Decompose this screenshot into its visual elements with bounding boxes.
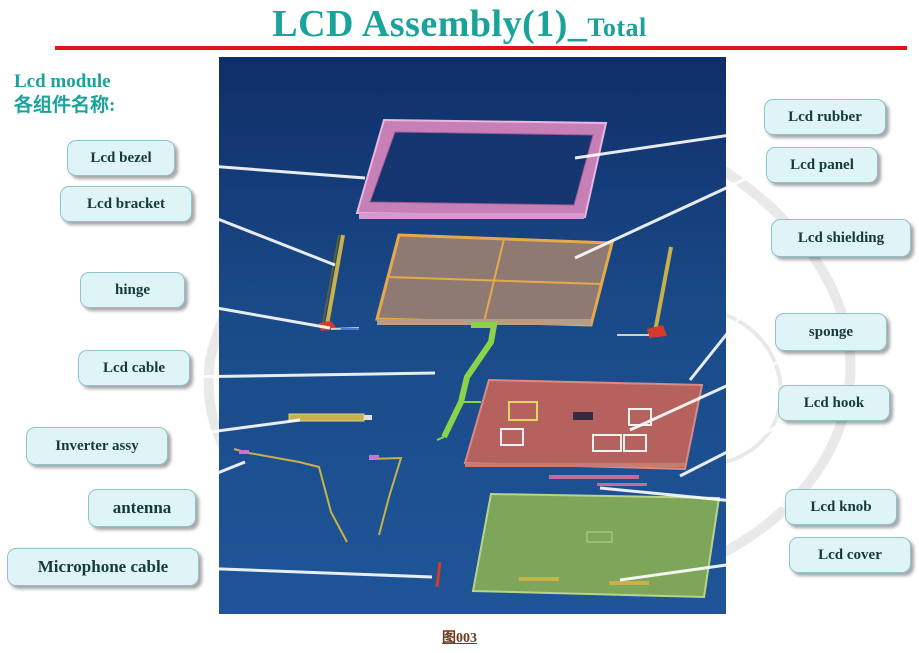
assembly-render [219,57,726,614]
page-title: LCD Assembly(1)_Total [272,3,647,45]
callout-hinge: hinge [80,272,185,308]
title-underline [55,46,907,50]
hinge-left [319,321,360,331]
callout-lcd-cover: Lcd cover [789,537,911,573]
lcd-cover-part [471,492,721,599]
callout-antenna: antenna [88,489,196,527]
callout-lcd-knob: Lcd knob [785,489,897,525]
callout-lcd-hook: Lcd hook [778,385,890,421]
callout-sponge: sponge [775,313,887,351]
lcd-cable-part [436,322,498,441]
callout-microphone-cable: Microphone cable [7,548,199,586]
callout-lcd-bezel: Lcd bezel [67,140,175,176]
callout-lcd-rubber: Lcd rubber [764,99,886,135]
module-heading-en: Lcd module [14,71,111,92]
module-heading-cn: 各组件名称: [14,95,116,116]
lcd-bezel-part [355,118,608,219]
callout-lcd-cable: Lcd cable [78,350,190,386]
module-heading: Lcd module 各组件名称: [14,70,115,118]
antenna-part [233,448,403,543]
callout-lcd-shielding: Lcd shielding [771,219,911,257]
lcd-bracket-left [322,234,345,326]
microphone-cable-part [435,561,442,588]
figure-caption: 图003 [442,631,477,646]
lcd-shielding-part [463,378,704,471]
hinge-right [617,325,667,338]
lcd-bracket-right [653,246,673,333]
callout-lcd-bracket: Lcd bracket [60,186,192,222]
lcd-hook-knob-parts [549,475,647,486]
inverter-assy-part [288,413,372,422]
callout-inverter-assy: Inverter assy [26,427,168,465]
callout-lcd-panel: Lcd panel [766,147,878,183]
